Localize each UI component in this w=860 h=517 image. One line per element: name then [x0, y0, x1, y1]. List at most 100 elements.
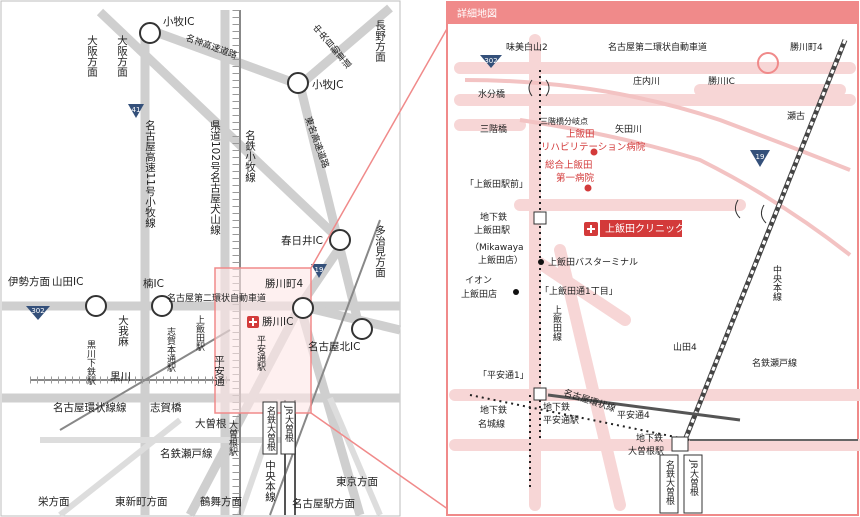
route-41-icon: [128, 104, 144, 118]
detail-header: [447, 2, 858, 24]
label-kendo-102: 県道102号名古屋犬山線: [209, 120, 221, 235]
rehab-hospital-dot-icon: [590, 148, 598, 156]
label-mikawaya-1: （Mikawaya: [470, 242, 524, 253]
label-shigabashi: 志賀橋: [150, 401, 182, 414]
label-subway-kamiiida-1: 地下鉄: [480, 211, 507, 223]
label-sankai-bashi: 三階橋: [480, 123, 507, 135]
ic-kusunoki-icon: [151, 295, 173, 317]
detail-kanjo-road: [547, 393, 741, 422]
route-41-label: 41: [132, 106, 141, 114]
route-302-label: 302: [31, 307, 44, 315]
label-nagano: 長野方面: [374, 20, 386, 63]
label-subway-kamiiida-2: 上飯田駅: [474, 224, 510, 236]
label-heian-dori1: 「平安通1」: [478, 369, 529, 381]
label-detail-katsugawa-ic: 勝川IC: [708, 75, 735, 87]
label-kamiiida-line: 上飯田線: [551, 305, 562, 341]
general-hospital-dot-icon: [584, 184, 592, 192]
label-aeon-1: イオン: [465, 275, 492, 286]
label-kokudo-11: 名古屋高速11号小牧線: [144, 119, 156, 228]
label-rehab-hospital-2: リハビリテーション病院: [541, 141, 646, 153]
label-kamiiida-dori: 「上飯田通1丁目」: [540, 285, 618, 297]
detail-meitetsu-ozone-box: [659, 454, 679, 514]
clinic-badge: [600, 220, 682, 237]
label-heian-station: 平安通駅: [255, 335, 266, 372]
label-detail-jr-ozone: JR大曽根: [688, 459, 699, 497]
ic-komaki-jc-icon: [287, 72, 309, 94]
detail-route-302-label: 302: [484, 57, 497, 65]
label-bus-terminal: 上飯田バスターミナル: [548, 256, 638, 268]
label-higashi-shinmachi: 東新町方面: [115, 495, 168, 508]
overview-rail-ties: [30, 10, 240, 515]
label-chuo-line: 中央本線: [264, 459, 276, 502]
label-katsugawa-cho4: 勝川町4: [265, 277, 303, 290]
label-mizuwake-bashi: 水分橋: [478, 88, 505, 100]
katsugawa-ic-marker-icon: [757, 52, 779, 74]
overview-meitetsu-ozone-box: [262, 401, 278, 455]
mizuwake-bracket-icon: [528, 79, 550, 97]
label-oamaro: 大我麻: [117, 314, 129, 347]
label-rehab-hospital-1: 上飯田: [566, 128, 595, 140]
label-subway-ozone-2: 大曽根駅: [628, 445, 664, 457]
overview-highlight-zone: [214, 267, 312, 414]
detail-bracket-icon: [734, 199, 767, 224]
overview-clinic-cross: [249, 318, 257, 326]
label-yamada4: 山田4: [673, 342, 697, 353]
label-kurokawa-station: 黒川下鉄駅: [85, 340, 96, 386]
zoom-connector-bottom: [310, 412, 453, 513]
label-subway-heian-2: 平安通駅: [543, 414, 579, 426]
clinic-label: 上飯田クリニック: [605, 222, 685, 235]
label-katsugawa-ic: 勝川IC: [262, 315, 293, 328]
label-subway-heian-1: 地下鉄: [543, 401, 570, 413]
label-setai: 瀬古: [787, 110, 805, 122]
route-302-icon: [26, 306, 50, 320]
label-kamiiida-ekimae: 「上飯田駅前」: [465, 178, 528, 190]
label-meitetsu-seto: 名鉄瀬戸線: [160, 447, 213, 460]
label-ise: 伊勢方面: [8, 275, 50, 288]
detail-meijo-line: [469, 394, 691, 441]
label-tsurumai: 鶴舞方面: [200, 495, 242, 508]
label-komaki-ic: 小牧IC: [163, 15, 194, 28]
detail-jr-ozone-box: [683, 454, 703, 514]
label-detail-chuo-line: 中央本線: [771, 264, 782, 301]
label-kamiiida-station: 上飯田駅: [194, 315, 205, 352]
label-general-hospital-1: 総合上飯田: [545, 159, 593, 171]
detail-route-19-icon: [750, 150, 770, 167]
label-detail-meitetsu-ozone: 名鉄大曽根: [664, 459, 675, 506]
label-meitetsu-ozone: 名鉄大曽根: [265, 405, 276, 452]
detail-rivers: [464, 78, 852, 257]
route-19-label: 19: [315, 266, 324, 274]
label-mikawaya-2: 上飯田店）: [478, 254, 523, 266]
bus-terminal-dot-icon: [538, 259, 544, 265]
overview-rails: [30, 10, 381, 516]
label-nagoya-station: 名古屋駅方面: [292, 497, 355, 510]
label-shiga-hon-station: 志賀本通駅: [165, 326, 176, 373]
label-osaka-2: 大阪方面: [116, 34, 128, 78]
label-detail-katsugawa-cho4: 勝川町4: [790, 41, 823, 53]
label-nagoya-kita-ic: 名古屋北IC: [308, 340, 360, 353]
label-kusunoki-ic: 楠IC: [143, 277, 164, 290]
label-kasugai-ic: 春日井IC: [281, 234, 323, 247]
zoom-connector-top: [310, 19, 453, 269]
detail-map: 詳細地図: [446, 1, 860, 516]
ic-katsugawa-icon: [292, 297, 314, 319]
label-kurokawa: 黒川: [110, 371, 131, 383]
label-subway-meijo-1: 地下鉄: [480, 404, 507, 416]
label-tokyo: 東京方面: [336, 475, 378, 488]
label-yada-river: 矢田川: [615, 123, 642, 135]
overview-map: 41 302 19 小牧IC 小牧JC 春日井IC 山田IC 楠IC 勝川町4 …: [0, 0, 402, 517]
label-heian4: 平安通4: [617, 409, 650, 421]
label-ozone-station: 大曽根駅: [227, 419, 238, 457]
ic-yamada-icon: [85, 295, 107, 317]
label-ozone: 大曽根: [195, 417, 227, 430]
label-yamada-ic: 山田IC: [52, 276, 83, 288]
ic-komaki-icon: [139, 22, 161, 44]
ic-seto-icon: [351, 318, 373, 340]
label-aeon-2: 上飯田店: [461, 288, 497, 300]
label-sankai-branch: 三階橋分岐点: [540, 116, 588, 126]
station-heian-icon: [533, 387, 547, 401]
label-general-hospital-2: 第一病院: [556, 172, 595, 184]
detail-route-302-icon: [480, 55, 502, 68]
label-subway-ozone-1: 地下鉄: [636, 432, 663, 444]
station-kamiiida-icon: [533, 211, 547, 225]
